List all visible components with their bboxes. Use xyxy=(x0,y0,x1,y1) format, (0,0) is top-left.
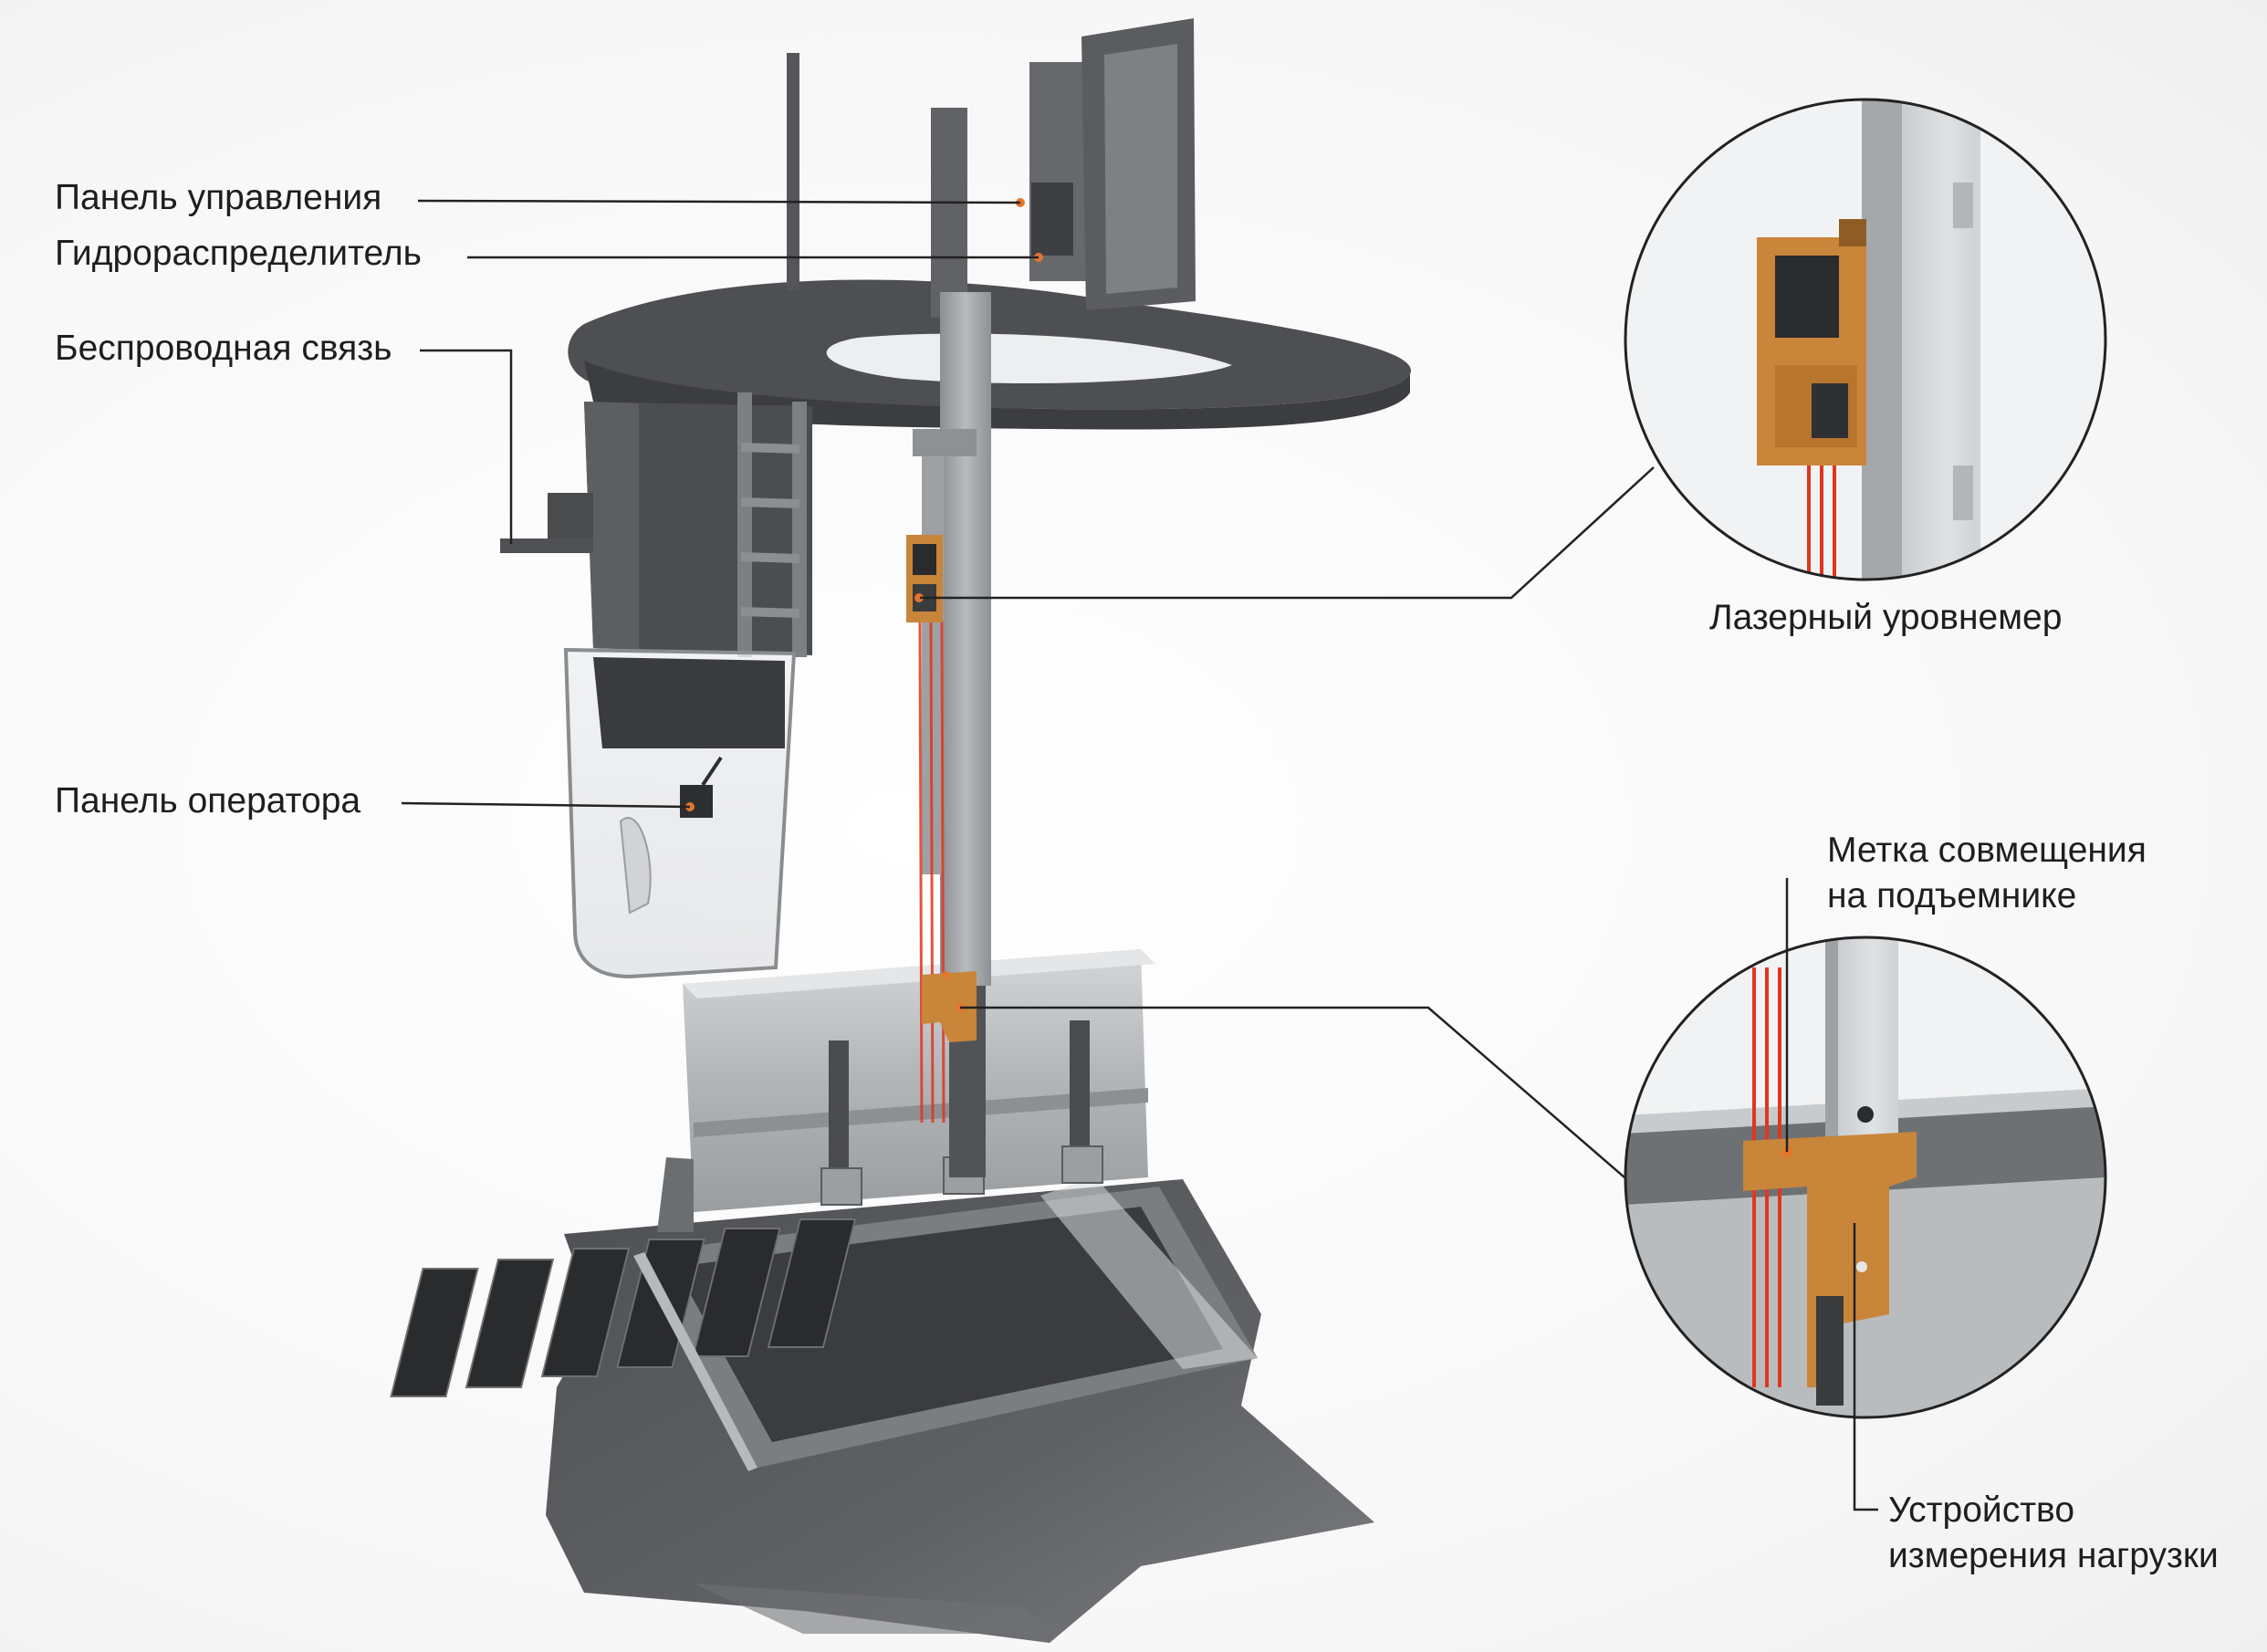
leader-wireless xyxy=(420,349,513,544)
operator-cabin xyxy=(563,647,797,979)
label-control-panel-text: Панель управления xyxy=(55,178,382,217)
zoom-alignment-load xyxy=(1624,936,2107,1419)
label-operator-panel-text: Панель оператора xyxy=(55,781,361,821)
zoom-laser-level xyxy=(1624,98,2107,581)
label-alignment-mark-line1: Метка совмещения xyxy=(1827,831,2147,870)
leader-operator xyxy=(401,801,691,809)
label-control-panel: Панель управления xyxy=(55,175,381,221)
upper-tower xyxy=(787,18,1196,318)
label-wireless: Беспроводная связь xyxy=(55,326,392,371)
laser-level-unit xyxy=(906,535,943,622)
label-hydraulic-distributor: Гидрораспределитель xyxy=(55,231,422,277)
leader-laser xyxy=(920,466,1655,600)
label-load-device-line1: Устройство xyxy=(1888,1490,2075,1530)
label-laser-level-text: Лазерный уровнемер xyxy=(1709,598,2063,637)
label-operator-panel: Панель оператора xyxy=(55,779,360,824)
electrolyzer-bath xyxy=(390,1177,1258,1471)
equipment-housing xyxy=(500,392,812,657)
label-load-device: Устройство измерения нагрузки xyxy=(1888,1488,2219,1579)
alignment-bracket xyxy=(922,971,977,1042)
label-laser-level: Лазерный уровнемер xyxy=(1709,595,2062,641)
leader-load-device xyxy=(1853,1223,1878,1511)
label-alignment-mark-line2: на подъемнике xyxy=(1827,876,2077,915)
label-load-device-line2: измерения нагрузки xyxy=(1888,1536,2219,1575)
leader-lines xyxy=(401,199,1878,1511)
leader-control-panel xyxy=(417,199,1021,204)
leader-alignment-bracket xyxy=(960,1006,1625,1178)
label-wireless-text: Беспроводная связь xyxy=(55,329,392,368)
label-hydraulic-distributor-text: Гидрораспределитель xyxy=(55,234,422,273)
laser-beams xyxy=(918,620,945,1124)
label-alignment-mark: Метка совмещения на подъемнике xyxy=(1827,828,2147,919)
